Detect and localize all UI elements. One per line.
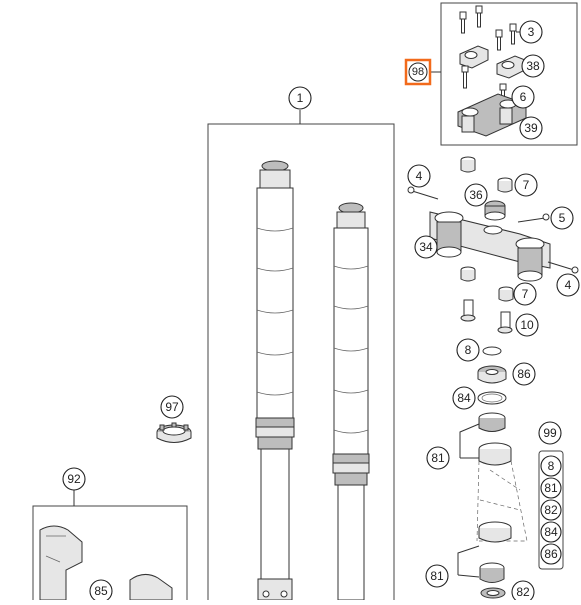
svg-text:36: 36	[469, 188, 483, 202]
svg-text:97: 97	[165, 400, 179, 414]
svg-text:82: 82	[544, 503, 558, 517]
callout-6[interactable]: 6	[511, 85, 535, 109]
svg-text:85: 85	[94, 584, 108, 598]
callout-81-upper[interactable]: 81	[426, 446, 450, 470]
callout-92[interactable]: 92	[62, 467, 86, 491]
callout-7-lower[interactable]: 7	[513, 282, 537, 306]
svg-text:1: 1	[297, 91, 304, 105]
callout-85[interactable]: 85	[89, 579, 113, 603]
callout-10[interactable]: 10	[515, 313, 539, 337]
ring-nut-97	[156, 422, 192, 443]
group-98-box	[440, 2, 578, 146]
svg-text:84: 84	[544, 525, 558, 539]
svg-text:86: 86	[544, 547, 558, 561]
clamp-bolt-lower	[547, 261, 579, 274]
upper-triple-clamp	[429, 211, 551, 282]
svg-text:4: 4	[565, 278, 572, 292]
kit-list-box	[538, 450, 564, 570]
svg-text:82: 82	[516, 585, 530, 599]
callout-34[interactable]: 34	[414, 235, 438, 259]
svg-text:7: 7	[523, 178, 530, 192]
svg-text:81: 81	[430, 569, 444, 583]
callout-38[interactable]: 38	[521, 54, 545, 78]
kit-callout-82[interactable]: 82	[540, 499, 562, 521]
fork-guard-box	[32, 505, 188, 600]
svg-text:39: 39	[524, 121, 538, 135]
callout-97[interactable]: 97	[160, 395, 184, 419]
svg-text:38: 38	[526, 59, 540, 73]
callout-7-upper[interactable]: 7	[514, 173, 538, 197]
screw-set-top	[459, 5, 517, 51]
steering-head-frame	[476, 442, 528, 543]
callout-8[interactable]: 8	[456, 338, 480, 362]
o-ring-8	[482, 346, 502, 356]
callout-4-lower[interactable]: 4	[556, 273, 580, 297]
svg-text:81: 81	[544, 481, 558, 495]
clamp-bolt-left	[407, 186, 439, 200]
handlebar-clamp-parts	[459, 45, 526, 79]
steering-nut-36	[484, 200, 506, 221]
svg-text:10: 10	[520, 318, 534, 332]
right-fork-leg	[332, 202, 370, 601]
left-fork-leg	[255, 160, 295, 601]
fork-guard-left	[39, 525, 83, 601]
callout-5[interactable]: 5	[550, 206, 574, 230]
svg-text:84: 84	[457, 391, 471, 405]
svg-text:99: 99	[543, 426, 557, 440]
svg-text:7: 7	[522, 287, 529, 301]
svg-text:4: 4	[416, 169, 423, 183]
svg-text:3: 3	[528, 25, 535, 39]
rubber-bushings-10	[460, 299, 513, 334]
svg-text:6: 6	[520, 90, 527, 104]
callout-84[interactable]: 84	[452, 386, 476, 410]
kit-callout-81[interactable]: 81	[540, 477, 562, 499]
svg-text:8: 8	[465, 343, 472, 357]
callout-36[interactable]: 36	[464, 183, 488, 207]
callout-98-highlight[interactable]: 98	[404, 58, 432, 86]
svg-text:81: 81	[431, 451, 445, 465]
svg-text:92: 92	[67, 472, 81, 486]
callout-3[interactable]: 3	[519, 20, 543, 44]
fork-guard-right	[129, 574, 173, 601]
kit-callout-84[interactable]: 84	[540, 521, 562, 543]
callout-4-upper[interactable]: 4	[407, 164, 431, 188]
svg-text:5: 5	[559, 211, 566, 225]
callout-81-lower[interactable]: 81	[425, 564, 449, 588]
fork-group-box	[207, 123, 395, 600]
svg-text:34: 34	[419, 240, 433, 254]
dust-seal-86	[477, 365, 507, 384]
svg-text:98: 98	[412, 66, 424, 78]
seal-82	[480, 587, 506, 599]
clamp-bolt-right	[517, 213, 550, 223]
svg-text:86: 86	[517, 367, 531, 381]
lower-bearing-81	[479, 562, 505, 583]
callout-82-bottom[interactable]: 82	[511, 580, 535, 604]
bushing-7-bottom	[460, 266, 514, 302]
kit-callout-8[interactable]: 8	[540, 455, 562, 477]
callout-86[interactable]: 86	[512, 362, 536, 386]
kit-callout-86[interactable]: 86	[540, 543, 562, 565]
bushing-7-top	[460, 156, 513, 193]
svg-text:8: 8	[548, 459, 555, 473]
ring-84	[477, 391, 507, 405]
callout-1[interactable]: 1	[288, 86, 312, 110]
callout-99[interactable]: 99	[538, 421, 562, 445]
callout-39[interactable]: 39	[519, 116, 543, 140]
upper-bearing-81	[478, 412, 506, 432]
